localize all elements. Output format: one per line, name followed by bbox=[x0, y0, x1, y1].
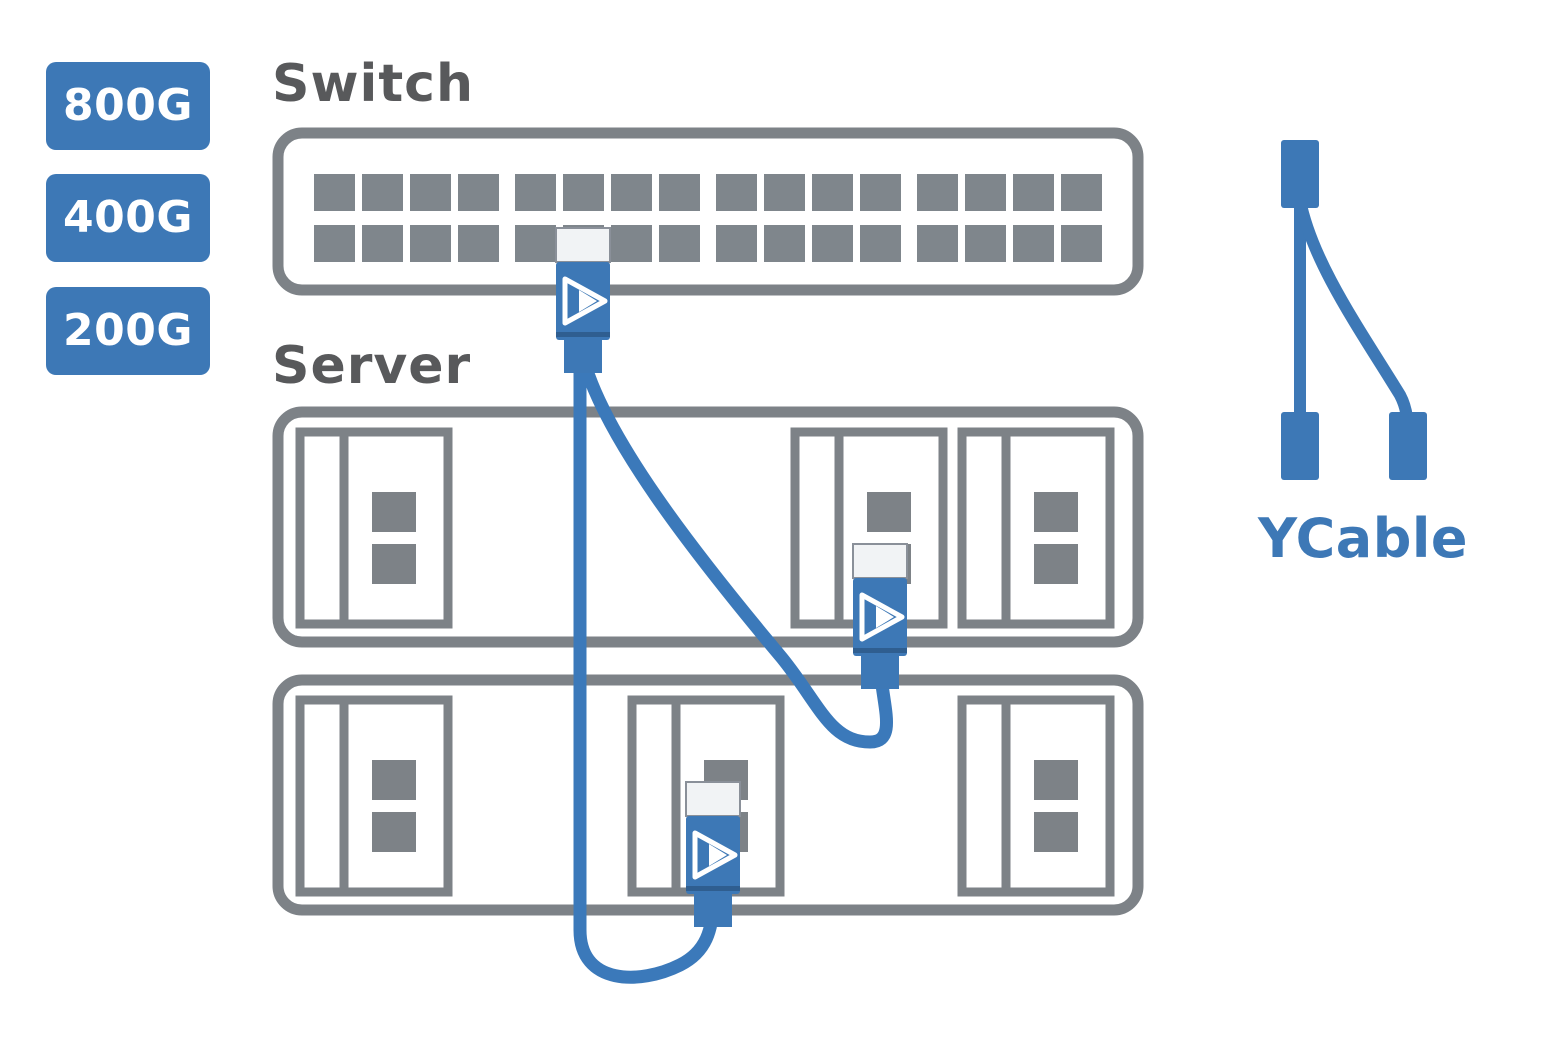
switch-port[interactable] bbox=[563, 174, 604, 211]
switch-port[interactable] bbox=[515, 174, 556, 211]
switch-port[interactable] bbox=[410, 174, 451, 211]
switch-port[interactable] bbox=[1013, 225, 1054, 262]
switch-port[interactable] bbox=[764, 225, 805, 262]
speed-badge-400g[interactable]: 400G bbox=[46, 174, 210, 262]
cable-bundle bbox=[573, 338, 893, 984]
speed-badge-200g[interactable]: 200G bbox=[46, 287, 210, 375]
switch-port[interactable] bbox=[917, 225, 958, 262]
switch-port[interactable] bbox=[659, 174, 700, 211]
switch-port[interactable] bbox=[812, 174, 853, 211]
connector-switch[interactable] bbox=[556, 228, 610, 373]
switch-port[interactable] bbox=[860, 174, 901, 211]
server-upper[interactable] bbox=[272, 406, 1144, 648]
switch-port[interactable] bbox=[410, 225, 451, 262]
ycable-illustration[interactable] bbox=[1281, 140, 1427, 480]
switch-port[interactable] bbox=[458, 225, 499, 262]
switch-port[interactable] bbox=[515, 225, 556, 262]
switch-port[interactable] bbox=[1061, 174, 1102, 211]
cable-to-upper-server[interactable] bbox=[573, 338, 893, 749]
connector-server-upper[interactable] bbox=[853, 544, 907, 689]
switch-port[interactable] bbox=[812, 225, 853, 262]
ycable-branch-curved bbox=[1294, 198, 1414, 441]
ycable-head-connector[interactable] bbox=[1281, 140, 1319, 208]
switch-port[interactable] bbox=[611, 225, 652, 262]
switch-port[interactable] bbox=[611, 174, 652, 211]
ycable-label: YCable bbox=[1258, 507, 1469, 570]
switch-port[interactable] bbox=[314, 174, 355, 211]
switch-chassis bbox=[272, 127, 1144, 296]
switch-heading: Switch bbox=[272, 54, 475, 114]
switch-port[interactable] bbox=[362, 225, 403, 262]
switch-port[interactable] bbox=[458, 174, 499, 211]
switch-port-row-1 bbox=[314, 174, 1102, 211]
switch-port[interactable] bbox=[764, 174, 805, 211]
ycable-tail-connector-right[interactable] bbox=[1389, 412, 1427, 480]
connector-server-lower[interactable] bbox=[686, 782, 740, 927]
switch-port[interactable] bbox=[1061, 225, 1102, 262]
server-upper-chassis bbox=[272, 406, 1144, 648]
server-heading: Server bbox=[272, 336, 472, 396]
switch-port[interactable] bbox=[659, 225, 700, 262]
ycable-tail-connector-left[interactable] bbox=[1281, 412, 1319, 480]
switch-port[interactable] bbox=[965, 174, 1006, 211]
speed-badge-800g[interactable]: 800G bbox=[46, 62, 210, 150]
switch-port[interactable] bbox=[917, 174, 958, 211]
switch-port[interactable] bbox=[362, 174, 403, 211]
switch-port[interactable] bbox=[716, 225, 757, 262]
switch-port[interactable] bbox=[716, 174, 757, 211]
switch-port[interactable] bbox=[1013, 174, 1054, 211]
switch-port[interactable] bbox=[965, 225, 1006, 262]
switch-device[interactable] bbox=[272, 127, 1144, 296]
switch-port[interactable] bbox=[860, 225, 901, 262]
cable-to-lower-server[interactable] bbox=[573, 338, 720, 984]
switch-port[interactable] bbox=[314, 225, 355, 262]
